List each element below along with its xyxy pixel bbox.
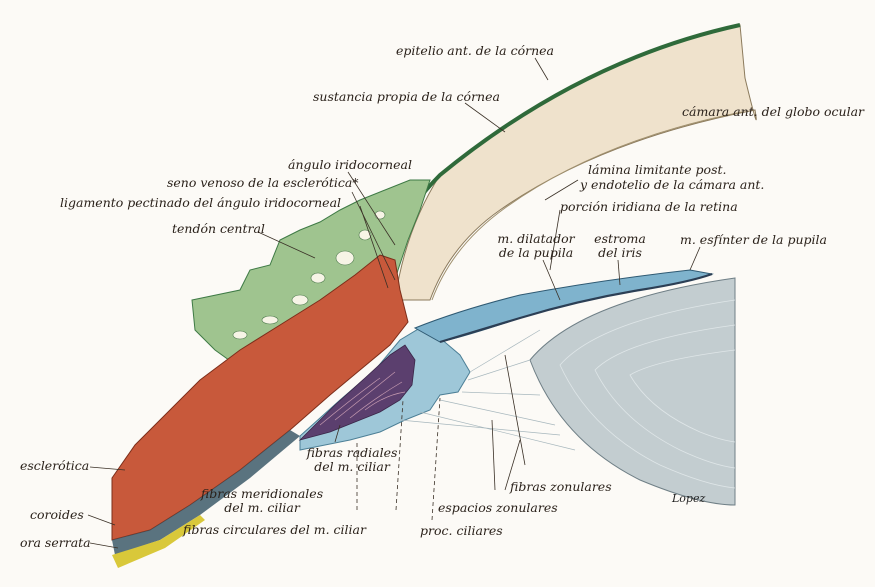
label-porcion-iridiana: porción iridiana de la retina xyxy=(560,200,738,214)
label-dilatador-1: m. dilatador xyxy=(490,232,582,246)
label-radiales-2: del m. ciliar xyxy=(300,460,404,474)
label-fibras-zonulares: fibras zonulares xyxy=(510,480,612,494)
label-estroma-2: del iris xyxy=(592,246,648,260)
artist-signature: Lopez xyxy=(671,492,705,505)
label-espacios-zonulares: espacios zonulares xyxy=(438,501,558,515)
label-esfinter: m. esfínter de la pupila xyxy=(680,233,827,247)
label-camara-ant: cámara ant. del globo ocular xyxy=(682,105,864,119)
lens xyxy=(530,278,735,505)
label-meridionales-2: del m. ciliar xyxy=(196,501,328,515)
label-estroma-1: estroma xyxy=(592,232,648,246)
label-epitelio: epitelio ant. de la córnea xyxy=(396,44,554,58)
label-angulo-iridocorneal: ángulo iridocorneal xyxy=(288,158,412,172)
label-lamina-2: y endotelio de la cámara ant. xyxy=(580,178,764,192)
label-radiales-1: fibras radiales xyxy=(300,446,404,460)
label-coroides: coroides xyxy=(30,508,84,522)
label-sustancia-propia: sustancia propia de la córnea xyxy=(313,90,500,104)
label-dilatador-2: de la pupila xyxy=(490,246,582,260)
label-fibras-circulares: fibras circulares del m. ciliar xyxy=(183,523,366,537)
label-ligamento-pectinado: ligamento pectinado del ángulo iridocorn… xyxy=(60,196,341,210)
label-tendon-central: tendón central xyxy=(172,222,265,236)
label-ora-serrata: ora serrata xyxy=(20,536,91,550)
label-esclerotica: esclerótica xyxy=(20,459,89,473)
label-seno-venoso: seno venoso de la esclerótica* xyxy=(167,176,359,190)
label-meridionales-1: fibras meridionales xyxy=(196,487,328,501)
label-lamina-1: lámina limitante post. xyxy=(588,163,726,177)
label-proc-ciliares: proc. ciliares xyxy=(420,524,503,538)
